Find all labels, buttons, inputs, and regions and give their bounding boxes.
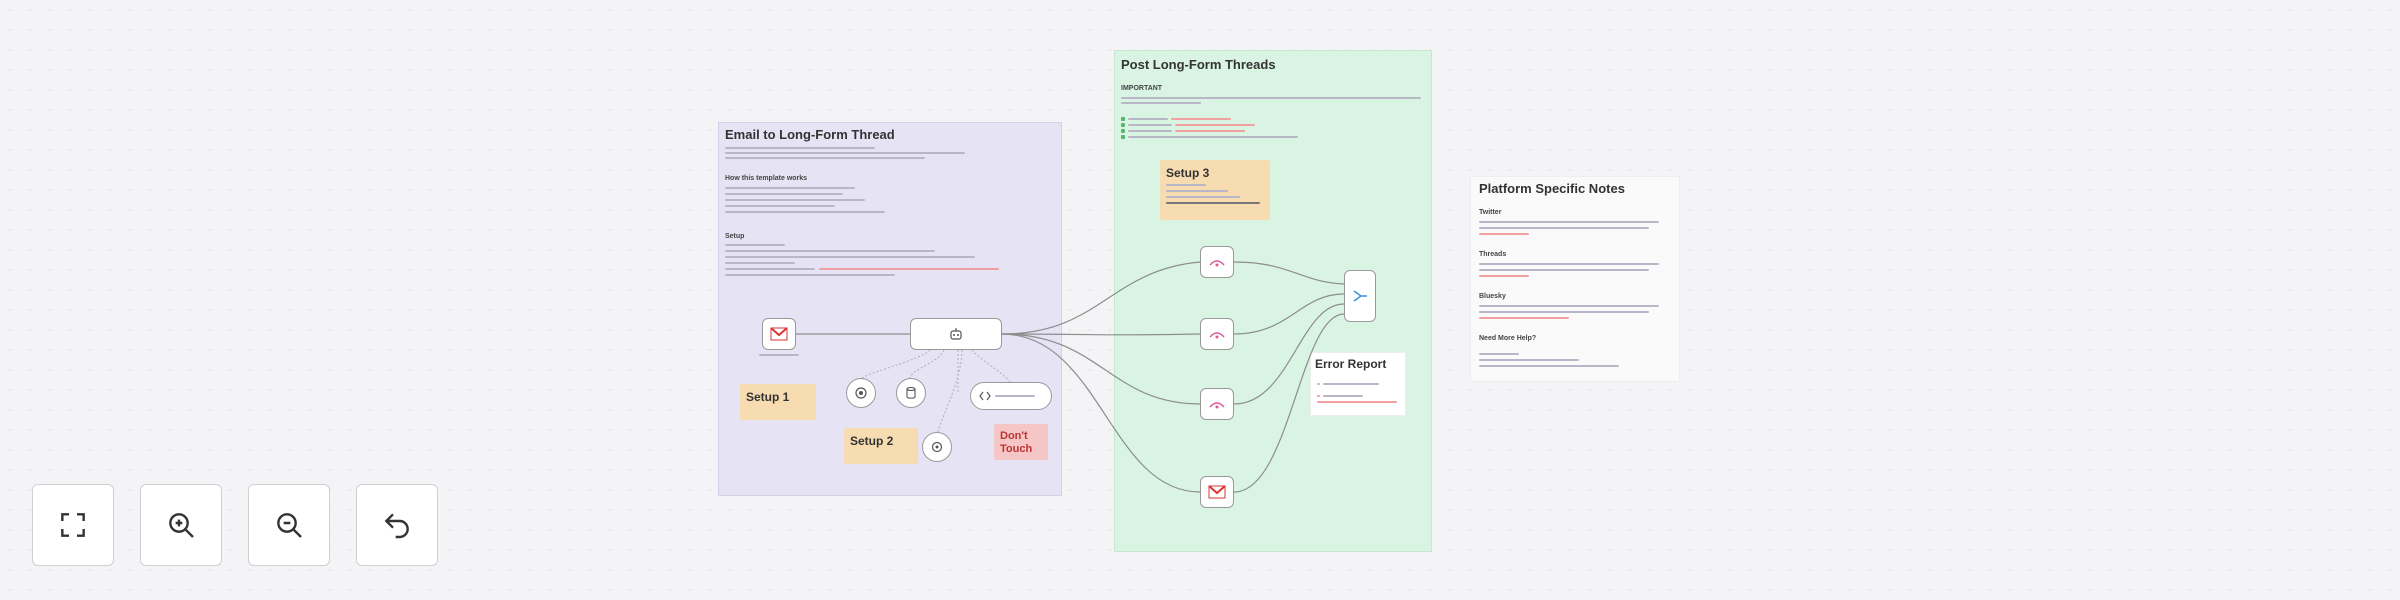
post-twitter-node[interactable] bbox=[1200, 246, 1234, 278]
error-report-note[interactable]: Error Report bbox=[1310, 352, 1406, 416]
post-threads-node[interactable] bbox=[1200, 318, 1234, 350]
sticky-section-heading: Twitter bbox=[1479, 209, 1502, 216]
sticky-label: Setup 2 bbox=[850, 434, 894, 448]
sticky-important-label: IMPORTANT bbox=[1121, 85, 1163, 92]
ai-agent-node[interactable] bbox=[910, 318, 1002, 350]
gmail-reply-node[interactable] bbox=[1200, 476, 1234, 508]
merge-icon bbox=[1345, 271, 1375, 321]
robot-icon bbox=[911, 319, 1001, 349]
sticky-title: Platform Specific Notes bbox=[1479, 181, 1625, 196]
zoom-out-button[interactable] bbox=[248, 484, 330, 566]
gmail-trigger-node[interactable] bbox=[762, 318, 796, 350]
sticky-section-heading: How this template works bbox=[725, 175, 808, 182]
sticky-section-heading: Bluesky bbox=[1479, 293, 1506, 300]
memory-node[interactable] bbox=[896, 378, 926, 408]
sticky-label: Setup 1 bbox=[746, 390, 790, 404]
sticky-section-heading: Threads bbox=[1479, 251, 1507, 258]
sticky-title: Email to Long-Form Thread bbox=[725, 127, 895, 142]
sticky-title: Post Long-Form Threads bbox=[1121, 57, 1276, 72]
sticky-setup-3[interactable]: Setup 3 bbox=[1160, 160, 1270, 220]
fit-view-icon bbox=[61, 513, 85, 537]
http-icon bbox=[1201, 389, 1233, 419]
merge-node[interactable] bbox=[1344, 270, 1376, 322]
reset-zoom-button[interactable] bbox=[356, 484, 438, 566]
zoom-in-button[interactable] bbox=[140, 484, 222, 566]
error-report-title: Error Report bbox=[1315, 357, 1387, 371]
post-bluesky-node[interactable] bbox=[1200, 388, 1234, 420]
sticky-dont-touch[interactable]: Don't Touch bbox=[994, 424, 1048, 460]
database-icon bbox=[897, 379, 925, 407]
wrench-icon bbox=[923, 433, 951, 461]
output-parser-node[interactable] bbox=[970, 382, 1052, 410]
http-icon bbox=[1201, 247, 1233, 277]
sticky-setup-2[interactable]: Setup 2 bbox=[844, 428, 918, 464]
gmail-icon bbox=[1201, 477, 1233, 507]
http-icon bbox=[1201, 319, 1233, 349]
sticky-note-post-threads[interactable]: Post Long-Form Threads IMPORTANT bbox=[1114, 50, 1432, 552]
undo-icon bbox=[384, 513, 409, 539]
sticky-label: Setup 3 bbox=[1166, 166, 1210, 180]
zoom-in-icon bbox=[169, 513, 194, 538]
chat-model-node[interactable] bbox=[846, 378, 876, 408]
gmail-icon bbox=[763, 319, 795, 349]
sticky-section-heading: Setup bbox=[725, 233, 745, 240]
brain-icon bbox=[847, 379, 875, 407]
zoom-out-icon bbox=[277, 513, 302, 538]
sticky-label: Don't Touch bbox=[1000, 430, 1033, 455]
sticky-section-heading: Need More Help? bbox=[1479, 335, 1537, 342]
parser-icon bbox=[971, 383, 1051, 409]
fit-view-button[interactable] bbox=[32, 484, 114, 566]
sticky-note-platform-notes[interactable]: Platform Specific Notes Twitter Threads … bbox=[1470, 176, 1680, 382]
sticky-setup-1[interactable]: Setup 1 bbox=[740, 384, 816, 420]
tool-node[interactable] bbox=[922, 432, 952, 462]
